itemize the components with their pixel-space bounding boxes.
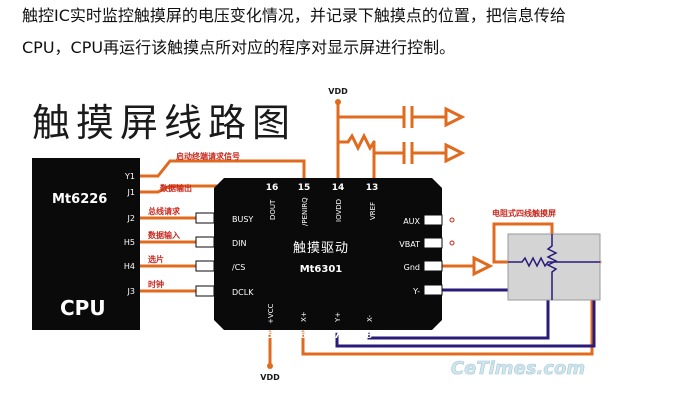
ic-pin-5-name: +VCC — [267, 303, 275, 324]
cpu-model: Mt6226 — [52, 192, 107, 207]
watermark: CeTimes.com — [451, 358, 585, 379]
signal-penirq: 启动终端请求信号 — [176, 151, 240, 161]
cpu-pin-y1: Y1 — [124, 172, 135, 181]
signal-dout: 数据输出 — [160, 183, 192, 193]
capacitors — [402, 106, 414, 164]
aux-nc-mark — [449, 217, 455, 223]
ic-pin-8-num: 8 — [366, 331, 372, 341]
ic-right-pins: 12 11 10 9 AUX VBAT Gnd Y- — [399, 214, 455, 297]
ic-pin-13-num: 13 — [366, 183, 379, 193]
vdd-top-label: VDD — [328, 87, 348, 96]
signal-cs: 选片 — [148, 254, 164, 264]
cpu-pin-j1: J1 — [127, 188, 135, 197]
wire-y1-penirq — [138, 159, 306, 182]
ic-pin-15-num: 15 — [298, 183, 311, 193]
ic-pin-1-num: 1 — [204, 215, 210, 225]
ic-chip — [214, 178, 442, 330]
ic-pin-7-num: 7 — [334, 331, 340, 341]
touch-panel-resistors — [508, 234, 600, 300]
ic-pin-16-num: 16 — [266, 183, 279, 193]
cpu-pin-h4: H4 — [124, 262, 135, 271]
cpu-pin-j3: J3 — [127, 287, 135, 296]
ic-left-pins: 1 2 3 4 BUSY DIN /CS DCLK — [195, 212, 254, 298]
vdd-bottom-node — [267, 363, 273, 369]
touch-panel-label: 电阻式四线触摸屏 — [492, 208, 556, 218]
vbat-nc-mark — [449, 240, 455, 246]
cpu-pin-j2: J2 — [127, 214, 135, 223]
cpu-chip — [32, 158, 140, 330]
ic-bottom-pins: 5 6 7 8 +VCC X+ Y+ X- — [267, 303, 374, 341]
ic-model: Mt6301 — [300, 264, 343, 275]
ic-pin-14-num: 14 — [332, 183, 345, 193]
cpu-pin-h5: H5 — [124, 238, 135, 247]
ic-pin-6-name: X+ — [300, 311, 308, 322]
ic-pin-3-name: /CS — [232, 263, 245, 272]
vdd-bottom-label: VDD — [260, 373, 280, 382]
ic-pin-5-num: 5 — [267, 331, 273, 341]
terminal-triangles — [444, 106, 494, 277]
ic-pin-4-name: DCLK — [232, 288, 254, 297]
cpu-label: CPU — [60, 296, 106, 320]
wire-touch-left — [492, 229, 510, 264]
signal-dclk: 时钟 — [148, 279, 164, 289]
wire-touch-top — [492, 222, 554, 236]
ic-pin-12-num: 12 — [427, 217, 440, 227]
signal-busy: 总线请求 — [148, 206, 181, 216]
ic-pin-15-name: /PENIRQ — [301, 197, 309, 226]
wire-resistor — [336, 132, 376, 152]
signal-din: 数据输入 — [148, 230, 180, 240]
ic-pin-9-name: Y- — [412, 287, 420, 296]
ic-pin-14-name: IOVDD — [335, 199, 343, 222]
ic-pin-11-num: 11 — [427, 240, 440, 250]
signal-labels: 启动终端请求信号 数据输出 总线请求 数据输入 选片 时钟 — [148, 151, 240, 289]
ic-pin-9-num: 9 — [430, 287, 436, 297]
ic-top-pins: 16 15 14 13 DOUT /PENIRQ IOVDD VREF — [266, 183, 379, 226]
ic-pin-12-name: AUX — [403, 217, 420, 226]
ic-pin-10-name: Gnd — [404, 263, 420, 272]
ic-pin-4-num: 4 — [204, 288, 210, 298]
wire-x-minus — [367, 300, 550, 340]
vdd-top-node — [335, 99, 341, 105]
ic-pin-11-name: VBAT — [399, 240, 420, 249]
ic-pin-2-num: 2 — [204, 239, 210, 249]
ic-pin-6-num: 6 — [300, 331, 306, 341]
cpu-pins: Y1 J1 J2 H5 H4 J3 — [124, 172, 135, 296]
ic-pin-13-name: VREF — [369, 202, 377, 220]
ic-pin-16-name: DOUT — [269, 199, 277, 220]
intro-text: 触控IC实时监控触摸屏的电压变化情况，并记录下触摸点的位置，把信息传给 CPU，… — [22, 0, 662, 64]
ic-pin-3-num: 3 — [204, 263, 210, 273]
diagram-title: 触摸屏线路图 — [32, 101, 296, 145]
ic-pin-2-name: DIN — [232, 239, 247, 248]
ic-pin-1-name: BUSY — [232, 215, 253, 224]
intro-line-1: 触控IC实时监控触摸屏的电压变化情况，并记录下触摸点的位置，把信息传给 — [22, 6, 566, 25]
ic-pin-10-num: 10 — [427, 263, 440, 273]
touch-panel — [507, 233, 601, 301]
ic-pin-7-name: Y+ — [334, 312, 342, 323]
ic-pin-8-name: X- — [366, 315, 374, 322]
intro-line-2: CPU，CPU再运行该触摸点所对应的程序对显示屏进行控制。 — [22, 38, 456, 57]
ic-name: 触摸驱动 — [293, 241, 349, 256]
